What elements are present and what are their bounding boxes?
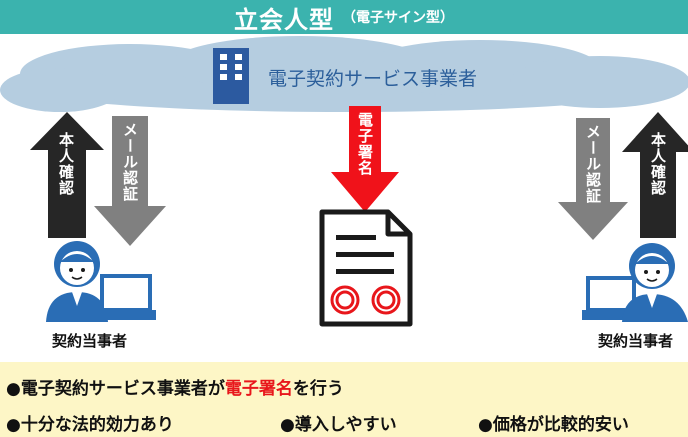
left-mail-label: メール認証 (121, 122, 139, 202)
center-signature-label: 電子署名 (356, 112, 374, 176)
left-identity-arrow (30, 112, 104, 238)
note-line-1: ●電子契約サービス事業者が電子署名を行う (6, 374, 344, 399)
note-bullet-cheap: ●価格が比較的安い (478, 415, 629, 435)
left-identity-label: 本人確認 (57, 132, 75, 196)
center-signature-arrow (331, 106, 399, 212)
left-person-icon (46, 241, 108, 322)
note-line-1-prefix: ●電子契約サービス事業者が (6, 379, 225, 399)
left-laptop-icon (96, 274, 156, 320)
seal-stamp-icon (330, 285, 401, 315)
note-bullet-legal: ●十分な法的効力あり (6, 415, 174, 435)
notes-panel: ●電子契約サービス事業者が電子署名を行う ●十分な法的効力あり ●導入しやすい … (0, 362, 688, 437)
right-person-icon (622, 243, 688, 322)
note-line-1-highlight: 電子署名 (224, 379, 293, 399)
right-mail-arrow (558, 118, 628, 240)
diagram-title: 立会人型 (234, 5, 334, 34)
note-bullet-easy: ●導入しやすい (280, 415, 397, 435)
right-mail-label: メール認証 (584, 124, 602, 204)
right-laptop-icon (582, 276, 640, 320)
document-icon (319, 209, 413, 327)
left-mail-arrow (94, 116, 166, 246)
provider-label: 電子契約サービス事業者 (268, 68, 478, 90)
note-line-1-suffix: を行う (292, 379, 344, 399)
building-icon (213, 48, 249, 104)
provider-cloud (0, 36, 688, 112)
diagram-subtitle: （電子サイン型） (342, 10, 454, 26)
right-identity-arrow (622, 112, 688, 238)
right-party-label: 契約当事者 (598, 332, 674, 350)
left-party-label: 契約当事者 (52, 332, 128, 350)
header-band: 立会人型 （電子サイン型） (0, 0, 688, 34)
right-identity-label: 本人確認 (649, 132, 667, 196)
